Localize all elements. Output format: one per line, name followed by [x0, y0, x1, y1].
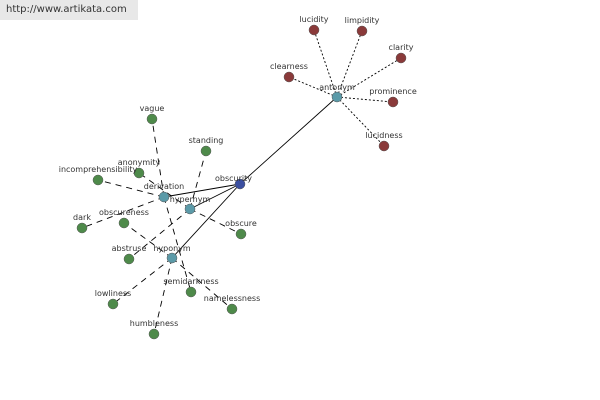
- node-label-clearness: clearness: [270, 62, 308, 71]
- node-label-limpidity: limpidity: [345, 16, 380, 25]
- node-hyponym[interactable]: hyponym: [153, 244, 191, 264]
- node-label-hyponym: hyponym: [153, 244, 191, 253]
- node-vague[interactable]: vague: [140, 104, 165, 125]
- node-label-lucidness: lucidness: [365, 131, 402, 140]
- node-label-clarity: clarity: [389, 43, 414, 52]
- node-label-prominence: prominence: [369, 87, 417, 96]
- node-marker-incomprehensibility[interactable]: [92, 174, 104, 186]
- edge-derivation-incomprehensibility: [97, 179, 165, 198]
- node-marker-obscurity[interactable]: [234, 178, 246, 190]
- node-marker-vague[interactable]: [146, 113, 158, 125]
- node-marker-semidarkness[interactable]: [185, 286, 197, 298]
- node-label-semidarkness: semidarkness: [163, 277, 218, 286]
- node-label-vague: vague: [140, 104, 165, 113]
- node-layer: obscurity antonym hypernym derivation hypony…: [59, 15, 417, 340]
- node-label-dark: dark: [73, 213, 91, 222]
- edge-obscurity-hyponym: [171, 183, 241, 259]
- edge-derivation-dark: [81, 196, 165, 229]
- edge-hyponym-namelessness: [171, 257, 233, 310]
- node-hypernym[interactable]: hypernym: [170, 195, 211, 215]
- node-marker-standing[interactable]: [200, 145, 212, 157]
- node-abstruse[interactable]: abstruse: [112, 244, 147, 265]
- node-label-antonym: antonym: [319, 83, 355, 92]
- node-anonymity[interactable]: anonymity: [118, 158, 161, 179]
- node-standing[interactable]: standing: [189, 136, 224, 157]
- node-label-abstruse: abstruse: [112, 244, 147, 253]
- edge-hyponym-lowliness: [112, 257, 173, 305]
- node-marker-clearness[interactable]: [283, 71, 295, 83]
- node-marker-abstruse[interactable]: [123, 253, 135, 265]
- node-marker-humbleness[interactable]: [148, 328, 160, 340]
- node-semidarkness[interactable]: semidarkness: [163, 277, 219, 298]
- node-clarity[interactable]: clarity: [389, 43, 414, 64]
- node-marker-obscure[interactable]: [235, 228, 247, 240]
- source-url-link[interactable]: http://www.artikata.com: [6, 4, 127, 15]
- node-label-lucidity: lucidity: [299, 15, 328, 24]
- edge-derivation-semidarkness: [163, 196, 192, 293]
- node-marker-antonym[interactable]: [331, 91, 343, 103]
- node-obscureness[interactable]: obscureness: [99, 208, 149, 229]
- node-clearness[interactable]: clearness: [270, 62, 308, 83]
- edge-hyponym-humbleness: [153, 257, 173, 335]
- node-lucidness[interactable]: lucidness: [365, 131, 403, 152]
- node-prominence[interactable]: prominence: [369, 87, 417, 108]
- node-antonym[interactable]: antonym: [319, 83, 355, 103]
- edge-hypernym-obscure: [189, 208, 242, 235]
- node-label-derivation: derivation: [144, 182, 184, 191]
- node-label-lowliness: lowliness: [95, 289, 131, 298]
- edge-antonym-prominence: [336, 96, 394, 103]
- node-label-obscurity: obscurity: [215, 174, 252, 183]
- node-marker-lucidness[interactable]: [378, 140, 390, 152]
- node-label-incomprehensibility: incomprehensibility: [59, 165, 138, 174]
- node-incomprehensibility[interactable]: incomprehensibility: [59, 165, 138, 186]
- edge-antonym-clearness: [288, 76, 338, 98]
- node-marker-limpidity[interactable]: [356, 25, 368, 37]
- node-marker-clarity[interactable]: [395, 52, 407, 64]
- source-banner: http://www.artikata.com: [0, 0, 138, 20]
- edge-hypernym-abstruse: [128, 208, 191, 260]
- node-label-namelessness: namelessness: [204, 294, 261, 303]
- node-label-obscure: obscure: [225, 219, 257, 228]
- node-marker-namelessness[interactable]: [226, 303, 238, 315]
- node-marker-hyponym[interactable]: [166, 252, 178, 264]
- node-marker-prominence[interactable]: [387, 96, 399, 108]
- node-limpidity[interactable]: limpidity: [345, 16, 380, 37]
- node-label-hypernym: hypernym: [170, 195, 211, 204]
- node-label-obscureness: obscureness: [99, 208, 149, 217]
- node-obscure[interactable]: obscure: [225, 219, 257, 240]
- node-namelessness[interactable]: namelessness: [204, 294, 261, 315]
- edge-derivation-vague: [151, 118, 165, 198]
- edge-obscurity-derivation: [163, 183, 241, 198]
- node-marker-lowliness[interactable]: [107, 298, 119, 310]
- node-lucidity[interactable]: lucidity: [299, 15, 329, 36]
- edge-hyponym-obscureness: [123, 222, 173, 259]
- node-humbleness[interactable]: humbleness: [130, 319, 178, 340]
- node-label-anonymity: anonymity: [118, 158, 161, 167]
- edge-antonym-lucidness: [336, 96, 385, 147]
- node-lowliness[interactable]: lowliness: [95, 289, 131, 310]
- edge-obscurity-antonym: [239, 96, 338, 185]
- node-obscurity[interactable]: obscurity: [215, 174, 252, 190]
- node-marker-obscureness[interactable]: [118, 217, 130, 229]
- node-label-humbleness: humbleness: [130, 319, 178, 328]
- node-marker-anonymity[interactable]: [133, 167, 145, 179]
- node-marker-lucidity[interactable]: [308, 24, 320, 36]
- node-marker-dark[interactable]: [76, 222, 88, 234]
- edge-antonym-clarity: [336, 57, 402, 98]
- edge-layer: [81, 29, 402, 335]
- node-marker-hypernym[interactable]: [184, 203, 196, 215]
- node-label-standing: standing: [189, 136, 224, 145]
- node-marker-derivation[interactable]: [158, 191, 170, 203]
- node-derivation[interactable]: derivation: [144, 182, 184, 203]
- edge-obscurity-hypernym: [189, 183, 241, 210]
- node-dark[interactable]: dark: [73, 213, 91, 234]
